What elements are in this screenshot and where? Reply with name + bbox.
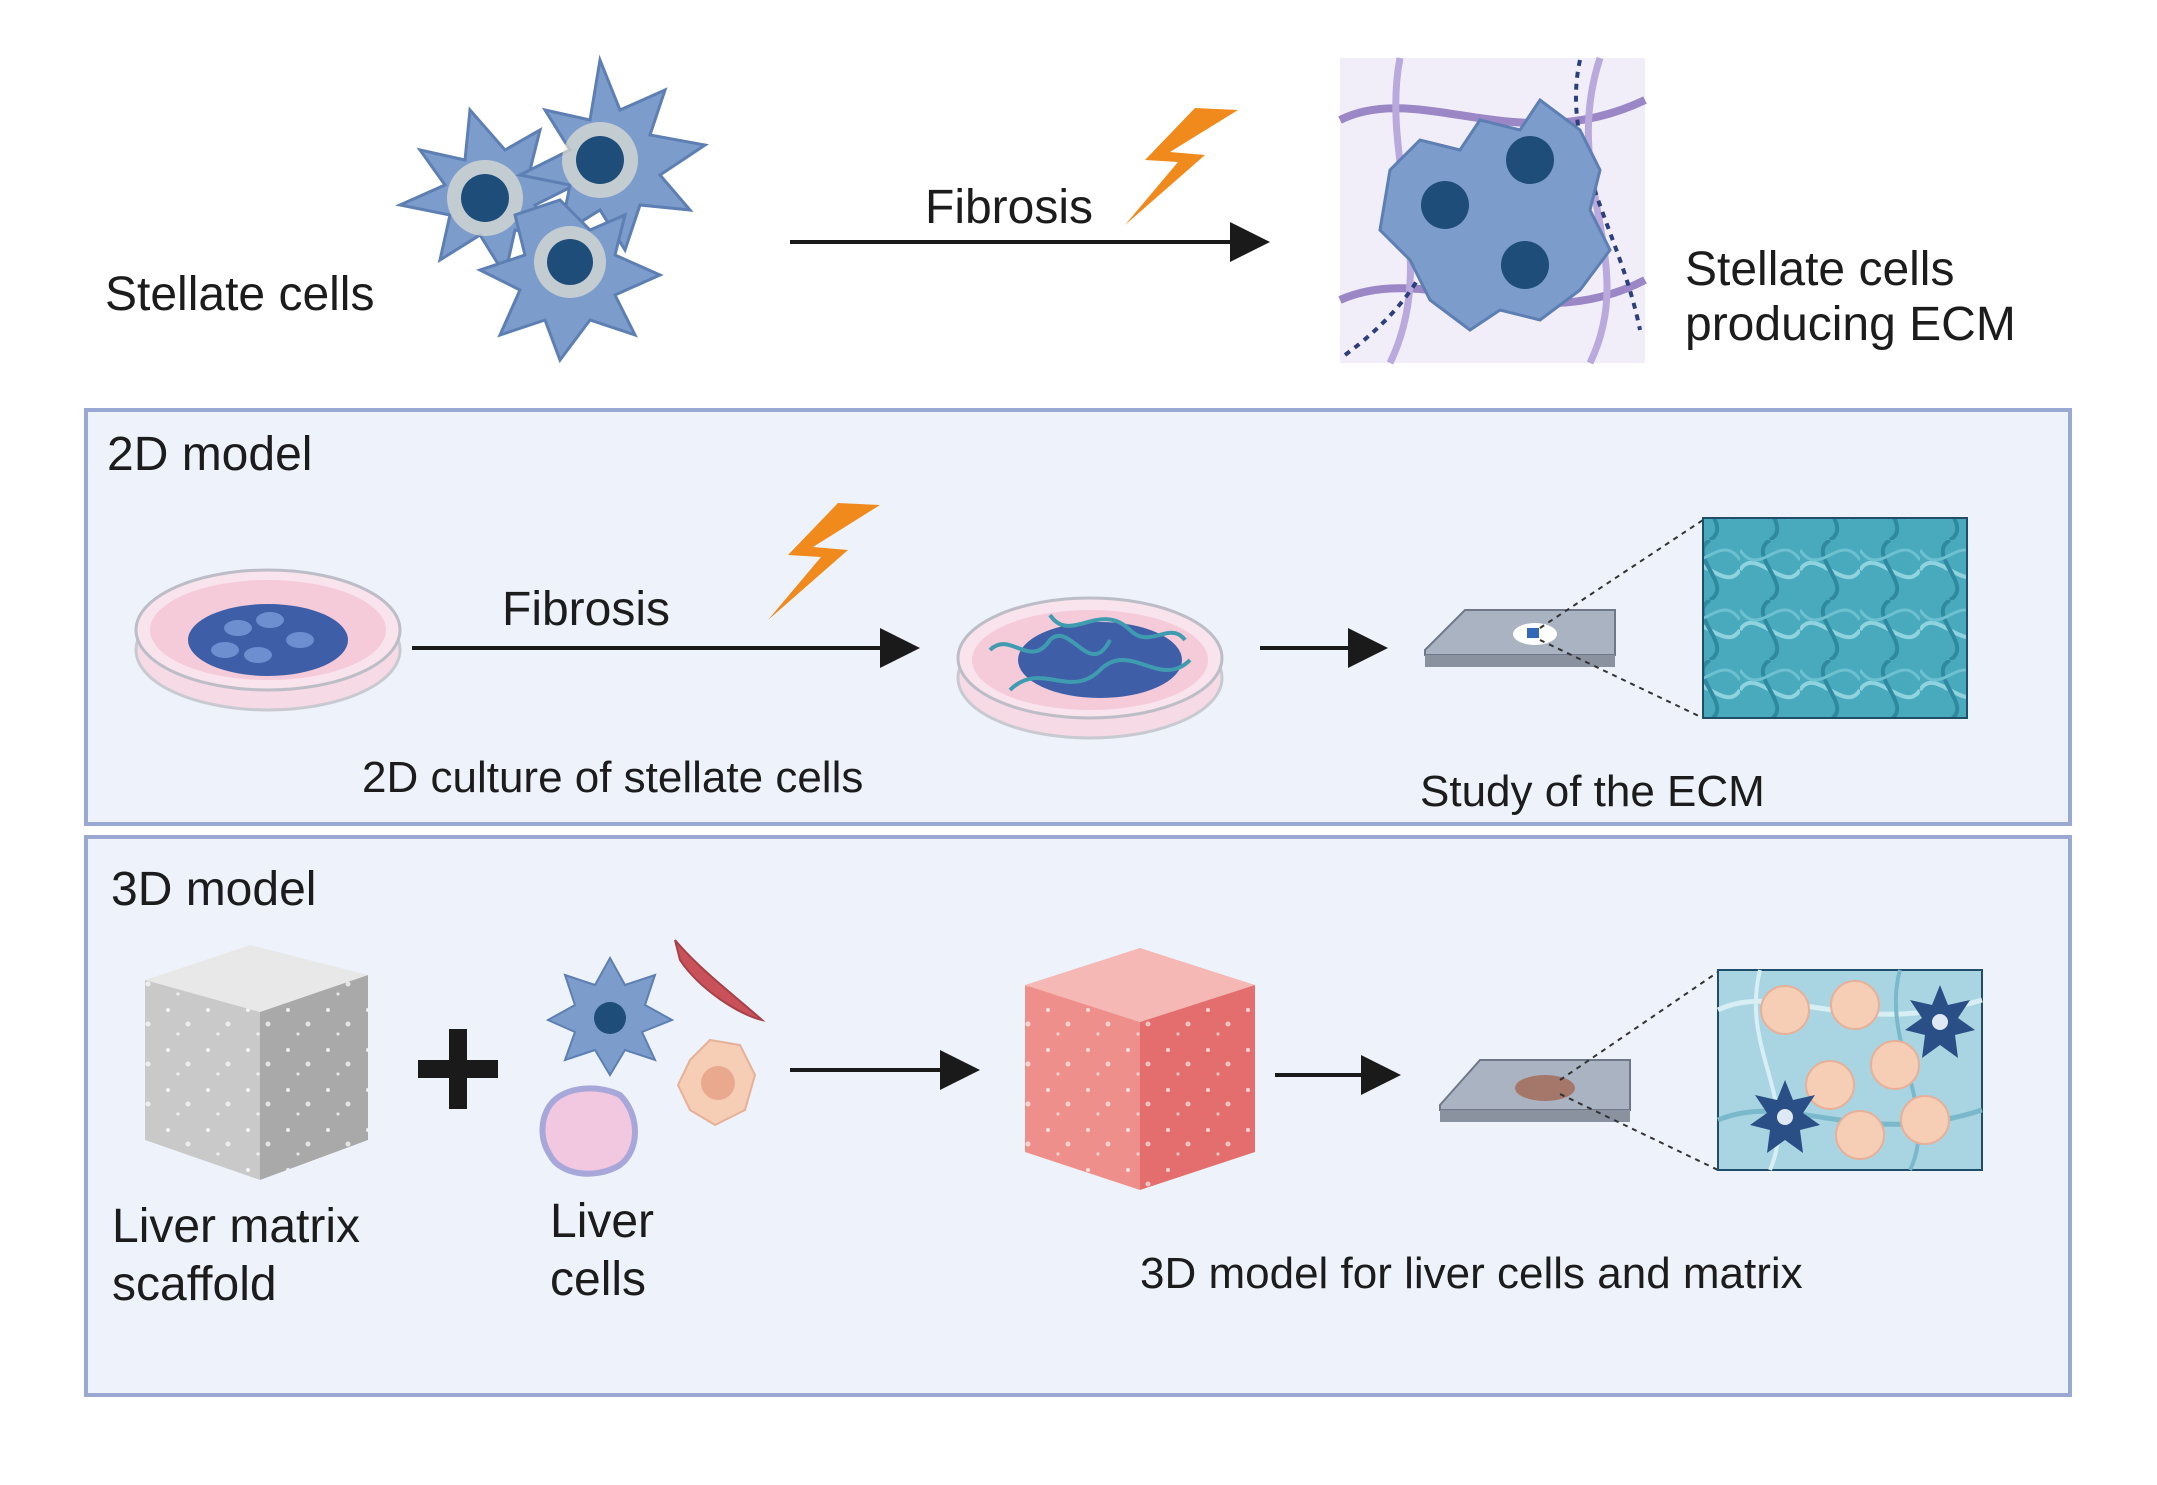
top-lightning-bolt-icon	[1125, 108, 1238, 225]
3d-microscope-slide	[1439, 971, 1719, 1171]
stellate-cells-cluster	[395, 54, 709, 364]
2d-microscope-slide	[1424, 519, 1704, 719]
panel-3d-title: 3D model	[111, 863, 316, 916]
2d-lightning-bolt-icon	[768, 503, 880, 620]
liver-cells-label-line2: cells	[550, 1253, 646, 1306]
liver-matrix-scaffold-cube	[145, 945, 368, 1180]
ecm-label-line2: producing ECM	[1685, 298, 2016, 351]
petri-dish-ecm	[956, 596, 1224, 740]
3d-model-zoom-image	[1716, 969, 1983, 1171]
study-ecm-label: Study of the ECM	[1420, 767, 1765, 816]
panel-2d-title: 2D model	[107, 428, 312, 481]
petri-dish-stellate	[134, 568, 402, 712]
liver-cells-group	[539, 939, 766, 1177]
3d-result-label: 3D model for liver cells and matrix	[1140, 1249, 1803, 1298]
plus-icon	[418, 1029, 498, 1109]
ecm-producing-cells-image	[1338, 56, 1647, 365]
2d-fibrosis-label: Fibrosis	[502, 583, 670, 636]
seeded-scaffold-cube	[1025, 948, 1255, 1190]
ecm-label-line1: Stellate cells	[1685, 243, 1954, 296]
top-fibrosis-label: Fibrosis	[925, 181, 1093, 234]
ecm-fiber-zoom-image	[1702, 517, 1968, 719]
2d-culture-label: 2D culture of stellate cells	[362, 753, 863, 802]
liver-cells-label-line1: Liver	[550, 1195, 654, 1248]
stellate-cells-label: Stellate cells	[105, 268, 374, 321]
scaffold-label-line1: Liver matrix	[112, 1200, 360, 1253]
scaffold-label-line2: scaffold	[112, 1258, 277, 1311]
